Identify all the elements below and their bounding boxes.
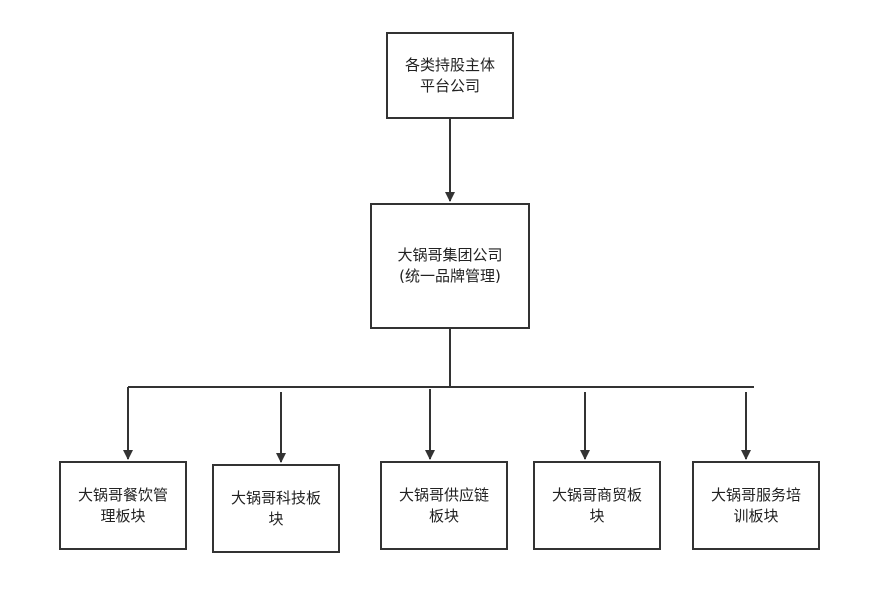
node-service-training-label: 大锅哥服务培 训板块 [710, 485, 801, 525]
node-supply-chain-label: 大锅哥供应链 板块 [398, 485, 489, 525]
node-technology[interactable]: 大锅哥科技板 块 [212, 464, 340, 553]
node-holding-platform-label: 各类持股主体 平台公司 [404, 55, 495, 95]
node-supply-chain[interactable]: 大锅哥供应链 板块 [380, 461, 508, 550]
node-technology-label: 大锅哥科技板 块 [230, 488, 321, 528]
node-holding-platform[interactable]: 各类持股主体 平台公司 [386, 32, 514, 119]
node-catering-management[interactable]: 大锅哥餐饮管 理板块 [59, 461, 187, 550]
node-service-training[interactable]: 大锅哥服务培 训板块 [692, 461, 820, 550]
node-group-company[interactable]: 大锅哥集团公司 (统一品牌管理) [370, 203, 530, 329]
node-group-company-label: 大锅哥集团公司 (统一品牌管理) [397, 246, 503, 285]
node-trade-label: 大锅哥商贸板 块 [551, 485, 642, 525]
node-catering-management-label: 大锅哥餐饮管 理板块 [77, 485, 168, 525]
node-trade[interactable]: 大锅哥商贸板 块 [533, 461, 661, 550]
